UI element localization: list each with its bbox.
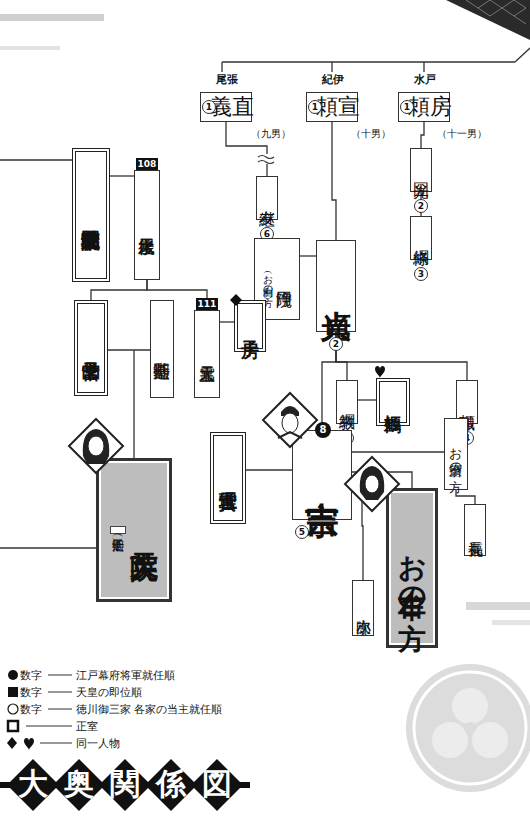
alias: （お由利の方） (262, 268, 273, 290)
same-person-heart (375, 366, 385, 378)
lineage-line (358, 399, 376, 400)
family-crest (406, 664, 530, 792)
lineage-line (246, 469, 292, 470)
diagram-title: 大奥関係図 (18, 769, 248, 799)
corner-pattern (466, 0, 526, 24)
emperor-number: 108 (136, 158, 158, 170)
lineage-wire (222, 48, 530, 72)
legend-text: 天皇の即位順 (76, 687, 142, 698)
person-box: お須磨の方 (444, 418, 468, 490)
highlight-box: 天英院（近衛熙子） (96, 458, 172, 602)
person-name: お須磨の方 (449, 439, 463, 469)
lord-box: 水戸1頼房（十一男） (398, 92, 450, 122)
lineage-line (322, 332, 336, 430)
legend-text: 江戸幕府将軍就任順 (76, 670, 175, 681)
lineage-line (110, 175, 134, 176)
person-name: 頼房 (408, 96, 452, 118)
lineage-line (352, 472, 412, 488)
lineage-line (420, 192, 421, 216)
birth-order: （十一男） (437, 129, 487, 139)
person-box: 継友6 (256, 176, 278, 220)
lineage-line (332, 122, 336, 240)
succession-number: 1 (308, 100, 322, 114)
birth-order: （十男） (351, 129, 391, 139)
lineage-wire (0, 547, 96, 548)
succession-number: 3 (340, 431, 354, 445)
person-box: 小次郎 (352, 580, 374, 636)
succession-number: 6 (260, 227, 274, 241)
same-person-diamond (230, 294, 242, 306)
person-box: 頼職4 (456, 380, 478, 424)
person-name: お古牟の方 (397, 536, 426, 600)
lineage-line (300, 255, 316, 256)
portrait-icon (263, 393, 317, 447)
consort-box: 真宮理子 (210, 432, 246, 524)
legend-text: 同一人物 (76, 738, 120, 749)
person-name: 頼宣 (316, 96, 360, 118)
lineage-line (133, 350, 134, 458)
lineage-line (456, 490, 475, 504)
lineage-wire (0, 159, 72, 160)
legend-key-text: 数字 (20, 670, 42, 681)
succession-number: 4 (460, 431, 474, 445)
portrait-icon (345, 457, 399, 511)
alias: （近衛熙子） (110, 526, 127, 534)
succession-number: 1 (202, 100, 216, 114)
person-box: 綱條3 (410, 216, 432, 260)
person-box: 長福丸 (464, 504, 486, 556)
succession-number: 2 (329, 337, 343, 351)
person-box: 浄円院（お由利の方） (254, 238, 300, 320)
succession-number: 1 (400, 100, 414, 114)
house-name: 水戸 (414, 74, 436, 85)
person-box: 近衛基熙 (150, 300, 174, 398)
emperor-number: 111 (196, 298, 218, 310)
person-box: 綱教3 (336, 380, 358, 424)
shogun-number: 8 (315, 422, 331, 438)
emperor-box: 108後水尾天皇 (134, 170, 160, 280)
emperor-box: 111霊元天皇 (194, 310, 220, 398)
highlight-box: お古牟の方 (386, 488, 438, 648)
lineage-line (336, 332, 467, 380)
portrait-icon (69, 419, 123, 473)
lineage-line (352, 451, 444, 452)
deco-bar (0, 14, 104, 21)
break-mark (258, 154, 275, 164)
legend-key-text: 数字 (20, 704, 42, 715)
person-name: 義直 (210, 96, 254, 118)
lineage-line (362, 472, 363, 580)
deco-bar (466, 602, 530, 610)
succession-number: 3 (414, 267, 428, 281)
lineage-line (91, 280, 147, 300)
lineage-line (220, 321, 234, 322)
lineage-line (108, 349, 150, 350)
deco-bar (492, 620, 530, 625)
consort-box: 鶴姫 (376, 378, 410, 426)
lord-box: 尾張1義直（九男） (200, 92, 252, 122)
shogun-box: 8吉宗5 (292, 430, 352, 520)
person-box: 光圀2 (410, 148, 432, 192)
lord-box: 紀伊1頼宣（十男） (306, 92, 358, 122)
birth-order: （九男） (251, 129, 291, 139)
legend-symbols (7, 670, 72, 750)
deco-bar (0, 46, 60, 50)
house-name: 紀伊 (322, 74, 344, 85)
corner-pattern (446, 0, 530, 40)
consort-box: 房子 (234, 300, 266, 352)
succession-number: 5 (295, 525, 309, 539)
legend-key-text: 数字 (20, 687, 42, 698)
lineage-line (336, 332, 347, 380)
lord-box: 光貞2 (316, 240, 356, 332)
lineage-line (147, 280, 207, 310)
legend-text: 正室 (76, 721, 98, 732)
legend-text: 徳川御三家 各家の当主就任順 (76, 704, 223, 715)
house-name: 尾張 (216, 74, 238, 85)
lineage-line (226, 122, 267, 176)
title-banner (0, 759, 250, 811)
consort-box: 東福門院和子 (72, 148, 110, 282)
succession-number: 2 (414, 199, 428, 213)
lineage-line (421, 122, 424, 148)
consort-box: 品宮常子 (74, 300, 108, 396)
